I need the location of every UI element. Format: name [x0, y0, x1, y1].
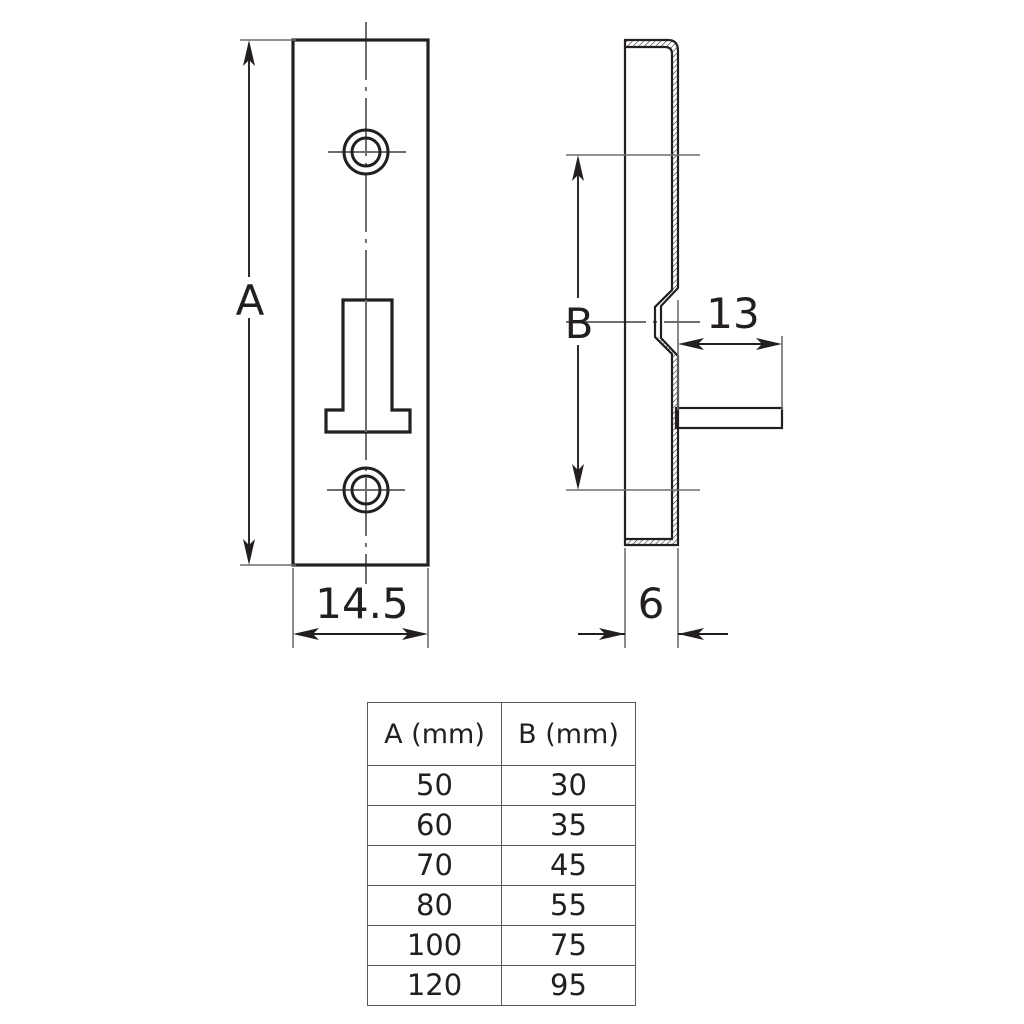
- lower-fixing-hole-outer: [342, 466, 390, 514]
- dimension-variants-table: A (mm) B (mm) 50 30 60 35 70 45 80: [367, 702, 636, 1006]
- dim-13-label: 13: [706, 289, 759, 338]
- dim-6-arrow-right-icon: [678, 628, 704, 640]
- side-profile-inner: [625, 45, 674, 541]
- side-wall-hatch-upper: [655, 51, 678, 307]
- side-wall-hatch-top: [625, 40, 678, 54]
- dim-width: 14.5: [292, 568, 429, 648]
- side-stud-outline: [674, 406, 784, 430]
- spec-table-header-row: A (mm) B (mm): [367, 702, 636, 766]
- table-row: 80 55: [367, 885, 636, 926]
- dim-6-label: 6: [638, 579, 665, 628]
- table-row: 60 35: [367, 805, 636, 846]
- cell-a: 80: [367, 885, 502, 926]
- cell-b: 35: [501, 805, 636, 846]
- side-wall-hatch-bottom: [625, 539, 678, 545]
- dim-width-label: 14.5: [315, 579, 409, 628]
- cell-b: 75: [501, 925, 636, 966]
- dim-a-arrow-top-icon: [243, 40, 255, 66]
- cell-a: 50: [367, 765, 502, 806]
- spec-table-header-b: B (mm): [501, 702, 636, 766]
- dim-a-label: A: [236, 276, 265, 325]
- spec-table-head: A (mm) B (mm): [367, 702, 636, 766]
- spec-table-header-a: A (mm): [367, 702, 502, 766]
- spec-table-container: A (mm) B (mm) 50 30 60 35 70 45 80: [367, 702, 636, 1006]
- cell-a: 60: [367, 805, 502, 846]
- dim-width-arrow-left-icon: [293, 628, 319, 640]
- cell-b: 45: [501, 845, 636, 886]
- dim-a-arrow-bottom-icon: [243, 539, 255, 565]
- dim-13-arrow-right-icon: [756, 338, 782, 350]
- dim-b-arrow-bottom-icon: [572, 464, 584, 490]
- dim-6: 6: [578, 548, 728, 648]
- cell-b: 30: [501, 765, 636, 806]
- cell-a: 120: [367, 965, 502, 1006]
- lower-fixing-hole-inner: [350, 474, 382, 506]
- upper-fixing-hole-outer: [342, 128, 390, 176]
- front-stud-outline: [324, 298, 412, 434]
- cell-b: 55: [501, 885, 636, 926]
- cell-a: 100: [367, 925, 502, 966]
- front-view: [291, 22, 430, 584]
- cell-a: 70: [367, 845, 502, 886]
- dim-width-arrow-right-icon: [402, 628, 428, 640]
- upper-fixing-hole-inner: [350, 136, 382, 168]
- side-wall-hatch-lower: [655, 337, 678, 545]
- table-row: 70 45: [367, 845, 636, 886]
- table-row: 100 75: [367, 925, 636, 966]
- table-row: 120 95: [367, 965, 636, 1006]
- dim-6-arrow-left-icon: [599, 628, 625, 640]
- dim-13-arrow-left-icon: [678, 338, 704, 350]
- dim-b-arrow-top-icon: [572, 155, 584, 181]
- cell-b: 95: [501, 965, 636, 1006]
- dim-b-label: B: [565, 299, 594, 348]
- spec-table-body: 50 30 60 35 70 45 80 55 100 75: [367, 765, 636, 1006]
- front-plate-outline: [291, 38, 430, 567]
- table-row: 50 30: [367, 765, 636, 806]
- dim-a: A: [236, 39, 296, 566]
- dim-13: 13: [677, 289, 783, 410]
- dim-b: B: [565, 154, 700, 491]
